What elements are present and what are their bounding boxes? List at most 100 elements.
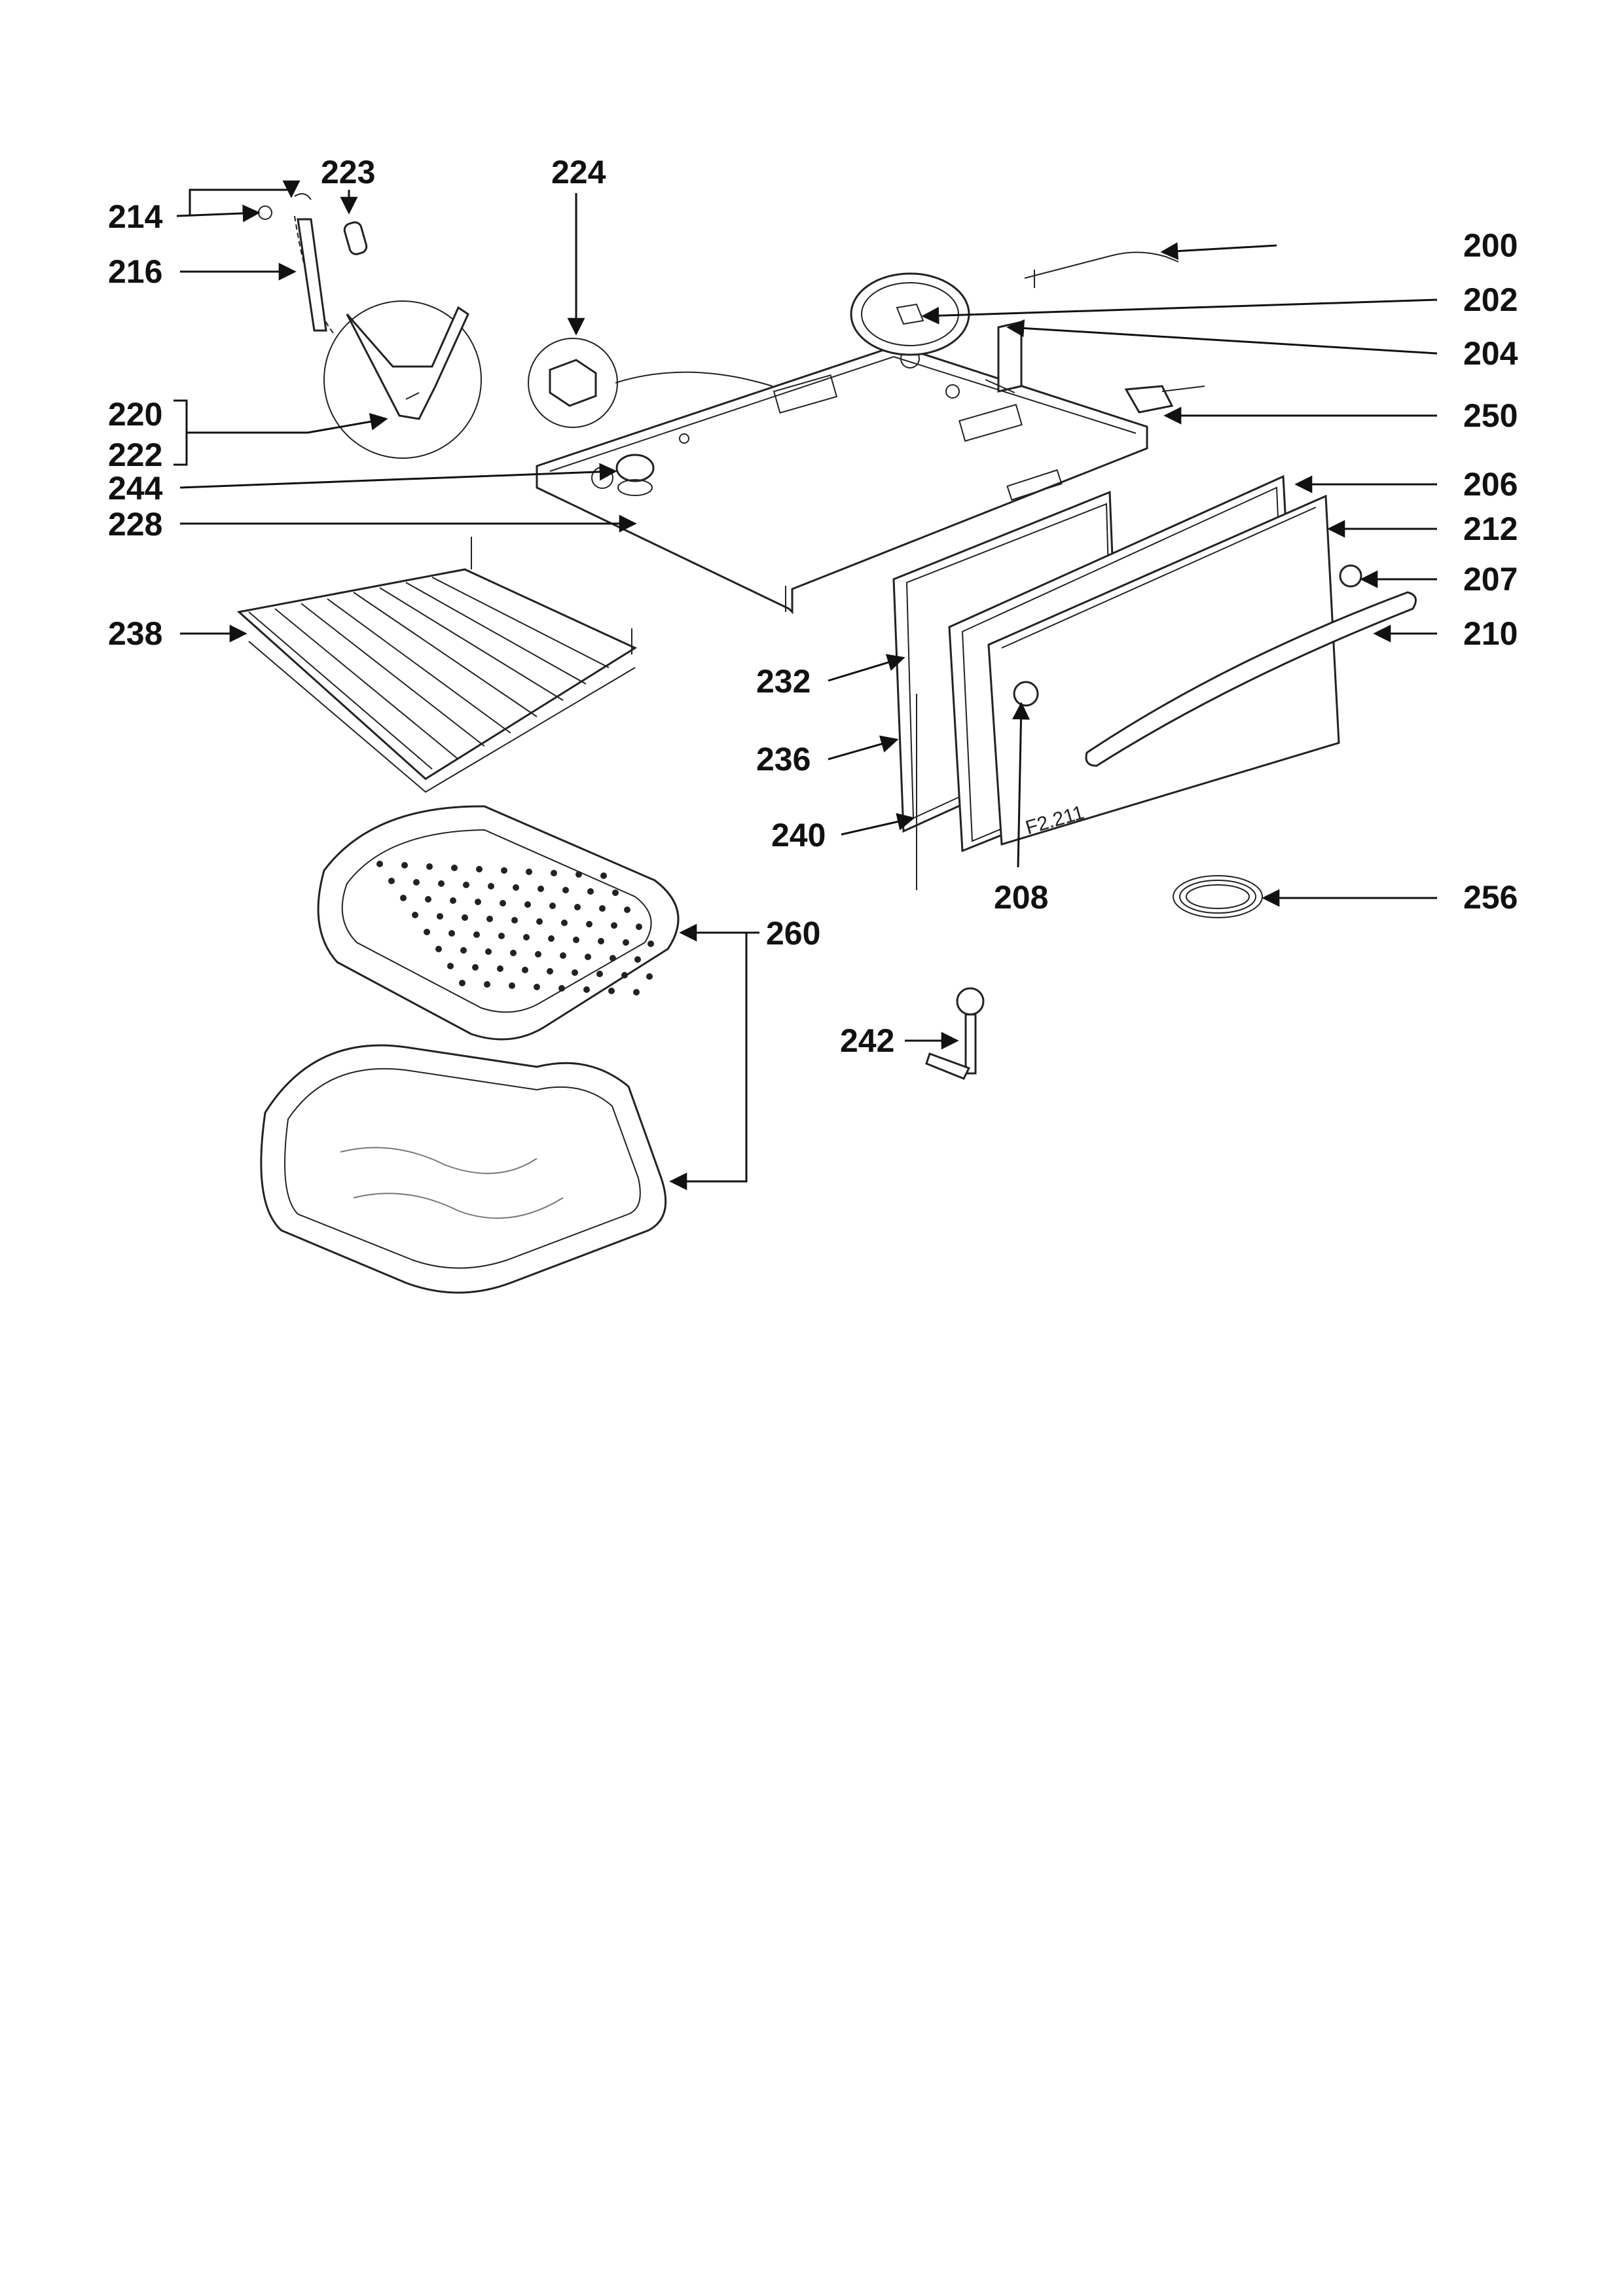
perforation-hole — [610, 955, 616, 961]
perforation-hole — [400, 895, 407, 901]
label-260: 260 — [766, 915, 820, 952]
perforation-hole — [435, 946, 442, 952]
label-228: 228 — [108, 506, 162, 543]
oven-shelf — [236, 537, 638, 793]
door-outer-panel — [987, 494, 1417, 846]
perforation-hole — [574, 904, 581, 910]
perforation-hole — [426, 863, 433, 870]
perforation-hole — [572, 969, 578, 976]
perforation-hole — [497, 965, 503, 972]
hinge-assembly — [258, 193, 482, 459]
perforation-hole — [535, 951, 541, 958]
perforation-hole — [547, 968, 553, 975]
perforation-hole — [548, 935, 555, 942]
perforation-hole — [388, 878, 395, 884]
perforation-hole — [500, 900, 506, 906]
perforation-hole — [473, 931, 480, 938]
perforation-hole — [401, 862, 408, 869]
callout-labels: 200 202 204 250 206 212 207 210 256 208 … — [108, 154, 1518, 1059]
perforation-hole — [501, 867, 507, 874]
perforation-hole — [623, 939, 629, 946]
perforation-hole — [600, 872, 607, 879]
grill-pan-insert — [317, 805, 680, 1041]
perforation-hole — [509, 982, 515, 989]
perforation-hole — [437, 913, 443, 920]
perforation-hole — [451, 865, 458, 871]
perforation-hole — [587, 888, 594, 895]
perforation-hole — [634, 956, 641, 963]
label-222: 222 — [108, 437, 162, 473]
label-220: 220 — [108, 396, 162, 433]
perforation-hole — [585, 954, 591, 960]
perforation-hole — [486, 916, 493, 922]
label-256: 256 — [1463, 879, 1518, 916]
leader-lines — [173, 180, 1438, 1191]
perforation-hole — [460, 947, 467, 954]
label-207: 207 — [1463, 561, 1518, 598]
perforation-hole — [611, 922, 617, 929]
perforation-hole — [511, 917, 518, 924]
perforation-hole — [498, 933, 505, 939]
label-232: 232 — [756, 663, 811, 700]
perforation-hole — [523, 934, 530, 941]
label-238: 238 — [108, 615, 162, 652]
perforation-hole — [596, 971, 603, 977]
perforation-hole — [438, 880, 445, 887]
perforation-hole — [488, 883, 494, 889]
label-244: 244 — [108, 470, 163, 507]
perforation-hole — [472, 964, 479, 971]
perforation-hole — [608, 988, 615, 994]
perforation-hole — [534, 984, 540, 990]
perforation-hole — [459, 980, 465, 986]
grill-pan — [260, 1044, 667, 1294]
door-seal — [1173, 875, 1263, 918]
shelf-support — [925, 987, 985, 1080]
perforation-hole — [513, 884, 519, 891]
perforation-hole — [624, 906, 630, 913]
perforation-hole — [413, 879, 420, 886]
perforation-hole — [447, 963, 454, 969]
perforation-hole — [448, 930, 455, 937]
perforation-hole — [583, 986, 590, 993]
perforation-hole — [647, 941, 654, 947]
grill-pan-perforations — [376, 861, 654, 996]
perforation-hole — [599, 905, 606, 912]
perforation-hole — [586, 921, 593, 927]
perforation-hole — [551, 870, 557, 876]
perforation-hole — [526, 869, 532, 875]
perforation-hole — [475, 899, 481, 905]
label-212: 212 — [1463, 511, 1518, 547]
perforation-hole — [376, 861, 383, 867]
perforation-hole — [462, 914, 468, 921]
perforation-hole — [484, 981, 490, 988]
label-214: 214 — [108, 198, 163, 235]
perforation-hole — [560, 952, 566, 959]
perforation-hole — [524, 901, 531, 908]
label-242: 242 — [840, 1022, 894, 1059]
perforation-hole — [510, 950, 517, 956]
label-240: 240 — [771, 817, 826, 853]
perforation-hole — [646, 973, 653, 980]
perforation-hole — [558, 985, 565, 992]
label-216: 216 — [108, 253, 162, 290]
label-236: 236 — [756, 741, 811, 778]
label-204: 204 — [1463, 335, 1518, 372]
door-switch — [1124, 385, 1205, 414]
perforation-hole — [522, 967, 528, 973]
perforation-hole — [425, 896, 431, 903]
perforation-hole — [424, 929, 430, 935]
relay — [528, 338, 773, 428]
label-200: 200 — [1463, 227, 1518, 264]
perforation-hole — [476, 866, 483, 872]
element-sensor — [1024, 251, 1179, 288]
perforation-hole — [598, 938, 604, 944]
perforation-hole — [450, 897, 456, 904]
label-206: 206 — [1463, 466, 1518, 503]
perforation-hole — [562, 887, 569, 893]
perforation-hole — [621, 972, 628, 978]
perforation-hole — [636, 924, 642, 930]
label-223: 223 — [321, 154, 375, 190]
perforation-hole — [412, 912, 418, 918]
perforation-hole — [612, 889, 619, 896]
perforation-hole — [633, 989, 640, 996]
